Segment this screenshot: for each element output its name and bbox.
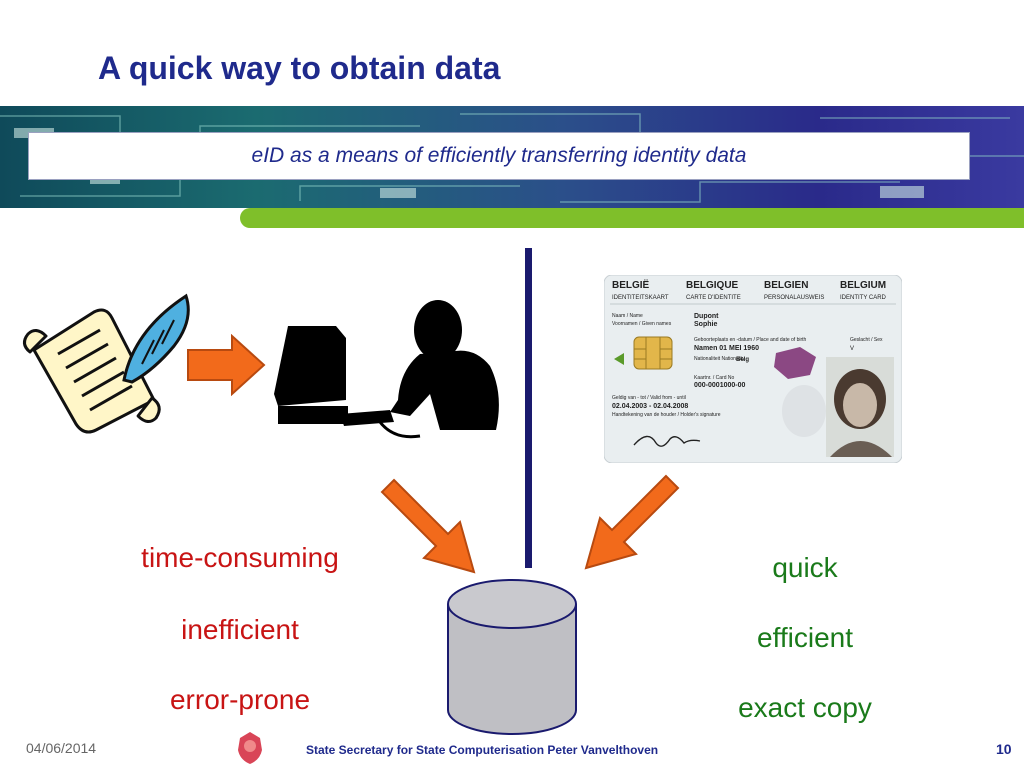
eid-card: BELGIË BELGIQUE BELGIEN BELGIUM IDENTITE… (604, 275, 902, 463)
chip-icon (633, 336, 673, 370)
card-given-name: Sophie (694, 321, 717, 328)
card-country-3: BELGIEN (764, 280, 808, 291)
subtitle-box: eID as a means of efficiently transferri… (28, 132, 970, 180)
database-icon (447, 579, 577, 735)
card-surname: Dupont (694, 313, 719, 320)
card-number-label: Kaartnr. / Card No (694, 375, 735, 381)
down-right-arrow-icon (380, 478, 476, 574)
right-word-3: exact copy (738, 692, 872, 723)
card-type-3: PERSONALAUSWEIS (764, 295, 824, 301)
right-arrow-icon (187, 334, 266, 396)
hologram-mark (782, 385, 826, 437)
right-word-2: efficient (757, 622, 853, 653)
card-sex-label: Geslacht / Sex (850, 337, 883, 343)
right-word-1: quick (772, 552, 838, 583)
card-name-label: Naam / Name (612, 313, 643, 319)
belgium-map-icon (774, 347, 816, 379)
slide-title: A quick way to obtain data (98, 50, 501, 86)
card-type-1: IDENTITEITSKAART (612, 295, 669, 301)
card-nationality-label: Nationaliteit Nationality (694, 356, 745, 362)
footer-text: State Secretary for State Computerisatio… (306, 743, 659, 757)
card-arrow-icon (614, 353, 624, 365)
card-valid-label: Geldig van - tot / Valid from - until (612, 395, 686, 401)
card-valid-value: 02.04.2003 - 02.04.2008 (612, 403, 688, 410)
card-birth-value: Namen 01 MEI 1960 (694, 345, 759, 352)
left-word-3: error-prone (169, 684, 311, 715)
card-given-label: Voornamen / Given names (612, 321, 672, 327)
card-country-1: BELGIË (612, 278, 650, 291)
vertical-divider (525, 248, 532, 568)
signature-mark (633, 435, 701, 447)
scroll-quill-icon (23, 293, 190, 434)
accent-bar (240, 208, 1024, 228)
card-sex-value: V (850, 346, 854, 352)
footer-date: 04/06/2014 (26, 740, 97, 756)
person-computer-icon (274, 300, 499, 439)
card-type-2: CARTE D'IDENTITE (686, 295, 741, 301)
subtitle-text: eID as a means of efficiently transferri… (251, 144, 747, 167)
card-country-2: BELGIQUE (686, 280, 739, 291)
left-word-2: inefficient (181, 614, 299, 645)
holder-photo (826, 357, 894, 457)
card-type-4: IDENTITY CARD (840, 295, 887, 301)
page-number: 10 (996, 741, 1012, 757)
card-signature-label: Handtekening van de houder / Holder's si… (612, 412, 721, 418)
left-word-1: time-consuming (141, 542, 339, 573)
card-country-4: BELGIUM (840, 280, 886, 291)
card-number-value: 000-0001000-00 (694, 382, 745, 389)
card-birth-label: Geboorteplaats en -datum / Place and dat… (694, 337, 807, 343)
down-left-arrow-icon (584, 474, 680, 570)
card-nationality-value: Belg (736, 357, 749, 363)
coat-of-arms-logo (238, 732, 262, 764)
